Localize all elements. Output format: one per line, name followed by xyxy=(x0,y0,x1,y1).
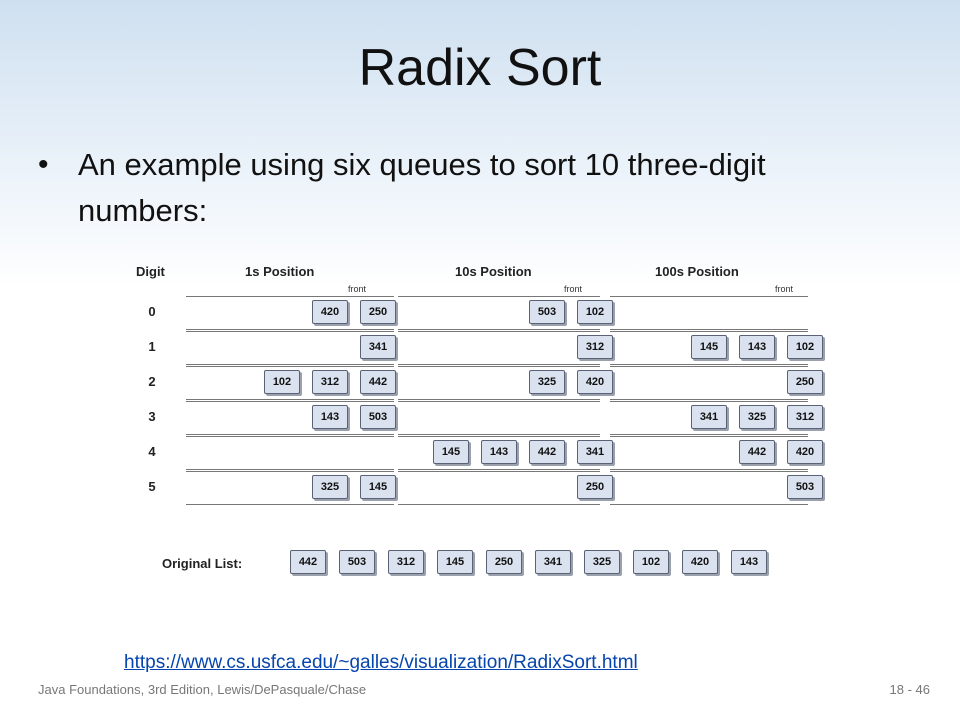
queue-item: 420 xyxy=(312,300,348,324)
queue-line xyxy=(186,296,394,297)
original-list-item: 420 xyxy=(682,550,718,574)
queue-line xyxy=(610,471,808,472)
queue-item: 325 xyxy=(739,405,775,429)
queue-line xyxy=(398,436,600,437)
queue-line xyxy=(610,331,808,332)
queue-line xyxy=(398,329,600,330)
queue-line xyxy=(610,434,808,435)
queue-line xyxy=(610,296,808,297)
digit-label: 2 xyxy=(148,374,156,389)
original-list-item: 102 xyxy=(633,550,669,574)
queue-item: 312 xyxy=(787,405,823,429)
queue-line xyxy=(610,436,808,437)
queue-line xyxy=(610,329,808,330)
queue-line xyxy=(186,436,394,437)
queue-item: 145 xyxy=(360,475,396,499)
digit-header: Digit xyxy=(136,264,165,279)
slide-number: 18 - 46 xyxy=(889,682,930,697)
queue-item: 442 xyxy=(739,440,775,464)
original-list-item: 250 xyxy=(486,550,522,574)
footer-citation: Java Foundations, 3rd Edition, Lewis/DeP… xyxy=(38,682,367,697)
original-list-label: Original List: xyxy=(162,556,243,571)
queue-line xyxy=(186,366,394,367)
pass-title-1s: 1s Position xyxy=(245,264,315,279)
original-list-item: 503 xyxy=(339,550,375,574)
queue-line xyxy=(398,296,600,297)
queue-item: 102 xyxy=(577,300,613,324)
queue-line xyxy=(186,471,394,472)
queue-line xyxy=(398,434,600,435)
digit-label: 1 xyxy=(148,339,156,354)
front-label-10s: front xyxy=(564,284,583,294)
queue-item: 312 xyxy=(577,335,613,359)
queue-item: 503 xyxy=(360,405,396,429)
bullet-item: • An example using six queues to sort 10… xyxy=(38,142,918,234)
queue-line xyxy=(398,469,600,470)
original-list-item: 143 xyxy=(731,550,767,574)
queue-line xyxy=(398,401,600,402)
digit-label: 0 xyxy=(148,304,156,319)
queue-line xyxy=(610,504,808,505)
queue-line xyxy=(186,329,394,330)
original-list-item: 442 xyxy=(290,550,326,574)
queue-item: 250 xyxy=(360,300,396,324)
queue-item: 143 xyxy=(312,405,348,429)
digit-label: 3 xyxy=(148,409,156,424)
queue-item: 312 xyxy=(312,370,348,394)
original-list-item: 341 xyxy=(535,550,571,574)
front-label-1s: front xyxy=(348,284,367,294)
queue-line xyxy=(398,366,600,367)
queue-line xyxy=(610,401,808,402)
queue-item: 145 xyxy=(691,335,727,359)
queue-line xyxy=(398,471,600,472)
queue-item: 143 xyxy=(481,440,517,464)
queue-line xyxy=(610,399,808,400)
visualization-link[interactable]: https://www.cs.usfca.edu/~galles/visuali… xyxy=(124,652,638,673)
queue-line xyxy=(186,434,394,435)
pass-title-10s: 10s Position xyxy=(455,264,532,279)
bullet-dot-icon: • xyxy=(38,148,49,181)
queue-line xyxy=(610,366,808,367)
queue-line xyxy=(186,504,394,505)
queue-item: 341 xyxy=(360,335,396,359)
original-list-item: 145 xyxy=(437,550,473,574)
queue-item: 325 xyxy=(529,370,565,394)
pass-title-100s: 100s Position xyxy=(655,264,739,279)
queue-line xyxy=(398,331,600,332)
queue-item: 325 xyxy=(312,475,348,499)
radix-sort-figure: Digit 1s Position 10s Position 100s Posi… xyxy=(130,258,830,588)
queue-line xyxy=(186,364,394,365)
queue-line xyxy=(186,401,394,402)
digit-label: 4 xyxy=(148,444,156,459)
queue-item: 420 xyxy=(787,440,823,464)
queue-line xyxy=(398,399,600,400)
queue-item: 341 xyxy=(577,440,613,464)
original-list-item: 325 xyxy=(584,550,620,574)
queue-line xyxy=(186,331,394,332)
slide-title: Radix Sort xyxy=(358,39,602,97)
queue-line xyxy=(398,504,600,505)
queue-line xyxy=(610,364,808,365)
queue-item: 341 xyxy=(691,405,727,429)
queue-item: 250 xyxy=(787,370,823,394)
queue-line xyxy=(186,399,394,400)
queue-item: 143 xyxy=(739,335,775,359)
queue-item: 503 xyxy=(787,475,823,499)
queue-item: 442 xyxy=(529,440,565,464)
queue-line xyxy=(610,469,808,470)
queue-item: 503 xyxy=(529,300,565,324)
original-list-item: 312 xyxy=(388,550,424,574)
queue-item: 250 xyxy=(577,475,613,499)
queue-line xyxy=(398,364,600,365)
digit-label: 5 xyxy=(148,479,156,494)
bullet-text: An example using six queues to sort 10 t… xyxy=(78,147,766,228)
front-label-100s: front xyxy=(775,284,794,294)
queue-item: 420 xyxy=(577,370,613,394)
queue-item: 442 xyxy=(360,370,396,394)
queue-item: 145 xyxy=(433,440,469,464)
queue-item: 102 xyxy=(787,335,823,359)
queue-line xyxy=(186,469,394,470)
queue-item: 102 xyxy=(264,370,300,394)
